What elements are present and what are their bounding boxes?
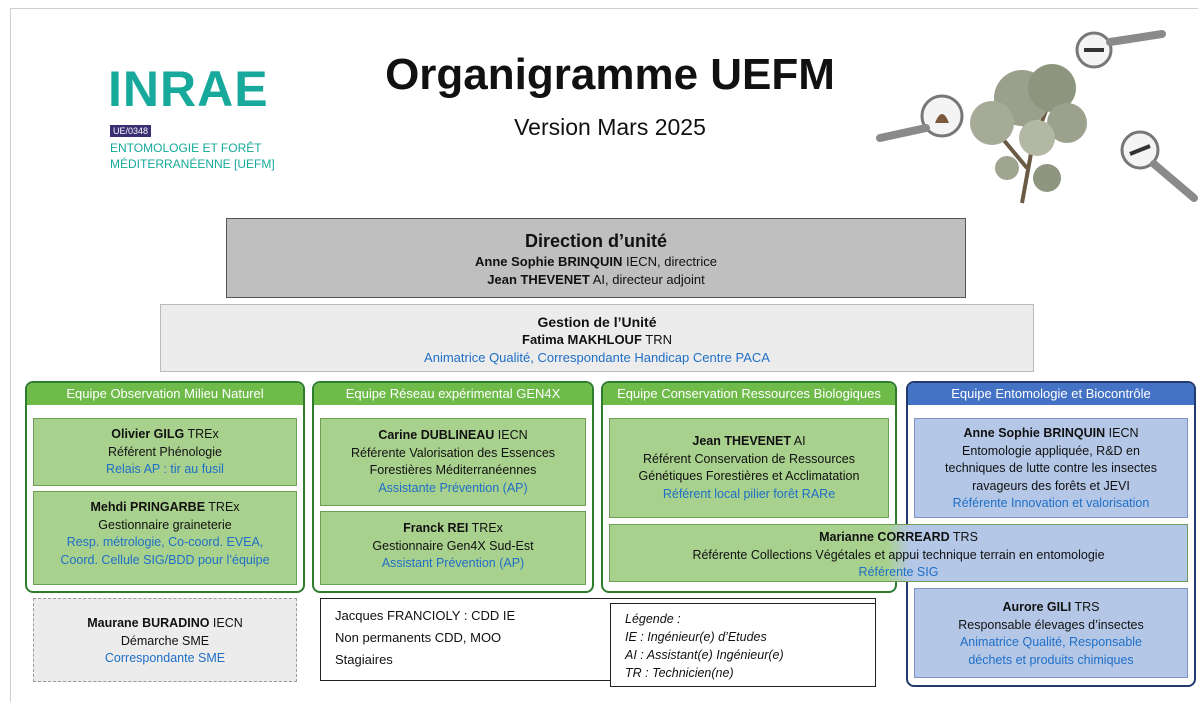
tree-icon xyxy=(970,64,1087,204)
person-extra: Animatrice Qualité, Responsable xyxy=(959,635,1143,649)
page-frame xyxy=(10,8,1198,702)
person-role: AI, directeur adjoint xyxy=(589,272,705,287)
member-card: Olivier GILG TREx Référent Phénologie Re… xyxy=(33,418,297,486)
person-grade: IECN xyxy=(209,616,243,630)
person-role: Référente Collections Végétales et appui… xyxy=(692,547,1105,562)
gestion-title: Gestion de l’Unité xyxy=(537,314,657,330)
inrae-logo: INRAE xyxy=(108,61,269,117)
person-extra: Référent local pilier forêt RARe xyxy=(662,486,836,501)
shared-member-card: Marianne CORREARD TRS Référente Collecti… xyxy=(609,524,1188,582)
person-grade: TRN xyxy=(641,332,672,347)
non-permanent-line: Stagiaires xyxy=(335,652,393,667)
person-role: ravageurs des forêts et JEVI xyxy=(972,478,1130,493)
member-card: Aurore GILI TRS Responsable élevages d’i… xyxy=(914,588,1188,678)
legend-item: AI : Assistant(e) Ingénieur(e) xyxy=(625,648,784,662)
person-extra: Coord. Cellule SIG/BDD pour l’équipe xyxy=(60,552,270,567)
person-extra: Resp. métrologie, Co-coord. EVEA, xyxy=(66,535,264,549)
person-grade: IECN xyxy=(1105,426,1139,440)
person-extra: Assistante Prévention (AP) xyxy=(378,480,528,495)
person-name: Olivier GILG xyxy=(111,427,185,441)
gestion-box: Gestion de l’Unité Fatima MAKHLOUF TRN A… xyxy=(160,304,1034,372)
gestion-person: Fatima MAKHLOUF TRN xyxy=(161,331,1033,349)
person-name: Jean THEVENET xyxy=(692,434,792,448)
person-extra: Référente Innovation et valorisation xyxy=(952,496,1150,510)
member-card: Mehdi PRINGARBE TREx Gestionnaire graine… xyxy=(33,491,297,585)
tree-illustration xyxy=(876,30,1198,204)
person-extra: Assistant Prévention (AP) xyxy=(381,556,525,570)
member-card: Jean THEVENET AI Référent Conservation d… xyxy=(609,418,889,518)
page-subtitle: Version Mars 2025 xyxy=(514,114,706,140)
team-title: Equipe Observation Milieu Naturel xyxy=(27,383,303,405)
unit-code-tag: UE/0348 xyxy=(110,125,152,137)
person-extra: Relais AP : tir au fusil xyxy=(106,462,224,476)
person-extra: Correspondante SME xyxy=(104,651,226,665)
team-title: Equipe Entomologie et Biocontrôle xyxy=(908,383,1194,405)
direction-box: Direction d’unité Anne Sophie BRINQUIN I… xyxy=(226,218,966,298)
legend-box: Légende : IE : Ingénieur(e) d’Etudes AI … xyxy=(610,603,876,687)
gestion-role: Animatrice Qualité, Correspondante Handi… xyxy=(424,350,770,365)
magnifier-icon xyxy=(1120,130,1198,202)
magnifier-icon xyxy=(1075,30,1166,69)
person-name: Fatima MAKHLOUF xyxy=(522,332,642,347)
legend-item: TR : Technicien(ne) xyxy=(625,666,734,680)
person-grade: IECN xyxy=(494,428,528,442)
direction-line2: Jean THEVENET AI, directeur adjoint xyxy=(227,271,965,289)
person-name: Aurore GILI xyxy=(1002,600,1072,614)
person-name: Anne Sophie BRINQUIN xyxy=(963,426,1106,440)
person-grade: TREx xyxy=(184,427,219,441)
unit-name-line1: ENTOMOLOGIE ET FORÊT xyxy=(110,141,262,155)
person-grade: TRS xyxy=(1071,600,1100,614)
direction-title: Direction d’unité xyxy=(524,231,667,251)
page-title: Organigramme UEFM xyxy=(385,50,835,99)
person-role: Référente Valorisation des Essences xyxy=(350,445,556,460)
person-name: Jean THEVENET xyxy=(487,272,590,287)
non-permanent-box: Jacques FRANCIOLY : CDD IE Non permanent… xyxy=(320,598,876,681)
non-permanent-line: Jacques FRANCIOLY : CDD IE xyxy=(335,608,516,623)
non-permanent-line: Non permanents CDD, MOO xyxy=(335,630,502,645)
direction-line1: Anne Sophie BRINQUIN IECN, directrice xyxy=(227,253,965,271)
person-name: Anne Sophie BRINQUIN xyxy=(475,254,623,269)
unit-name: ENTOMOLOGIE ET FORÊT MÉDITERRANÉENNE [UE… xyxy=(110,140,275,172)
person-name: Maurane BURADINO xyxy=(87,616,210,630)
person-role: techniques de lutte contre les insectes xyxy=(945,461,1157,475)
person-grade: AI xyxy=(791,434,806,448)
person-name: Mehdi PRINGARBE xyxy=(90,500,206,514)
person-role: Forestières Méditerranéennes xyxy=(369,463,537,477)
sme-card: Maurane BURADINO IECN Démarche SME Corre… xyxy=(33,598,297,682)
legend-item: IE : Ingénieur(e) d’Etudes xyxy=(625,630,767,644)
person-name: Carine DUBLINEAU xyxy=(378,428,495,442)
person-name: Franck REI xyxy=(403,521,469,535)
magnifier-icon xyxy=(876,94,964,142)
member-card: Franck REI TREx Gestionnaire Gen4X Sud-E… xyxy=(320,511,586,585)
team-title: Equipe Réseau expérimental GEN4X xyxy=(314,383,592,405)
person-extra: Référente SIG xyxy=(858,565,939,579)
person-role: Référent Phénologie xyxy=(108,444,222,459)
person-role: Démarche SME xyxy=(120,633,210,648)
unit-name-line2: MÉDITERRANÉENNE [UEFM] xyxy=(110,157,275,171)
person-role: IECN, directrice xyxy=(622,254,717,269)
person-role: Référent Conservation de Ressources xyxy=(643,451,855,466)
person-grade: TREx xyxy=(468,521,503,535)
team-title: Equipe Conservation Ressources Biologiqu… xyxy=(603,383,895,405)
legend-title: Légende : xyxy=(625,612,681,626)
member-card: Anne Sophie BRINQUIN IECN Entomologie ap… xyxy=(914,418,1188,518)
person-grade: TREx xyxy=(205,500,240,514)
person-extra: déchets et produits chimiques xyxy=(968,652,1134,667)
person-role: Gestionnaire graineterie xyxy=(98,517,232,532)
person-role: Responsable élevages d’insectes xyxy=(958,617,1144,632)
person-name: Marianne CORREARD xyxy=(819,530,950,544)
member-card: Carine DUBLINEAU IECN Référente Valorisa… xyxy=(320,418,586,506)
person-role: Génétiques Forestières et Acclimatation xyxy=(638,469,860,483)
person-role: Gestionnaire Gen4X Sud-Est xyxy=(372,538,534,553)
person-role: Entomologie appliquée, R&D en xyxy=(962,443,1140,458)
person-grade: TRS xyxy=(949,530,978,544)
